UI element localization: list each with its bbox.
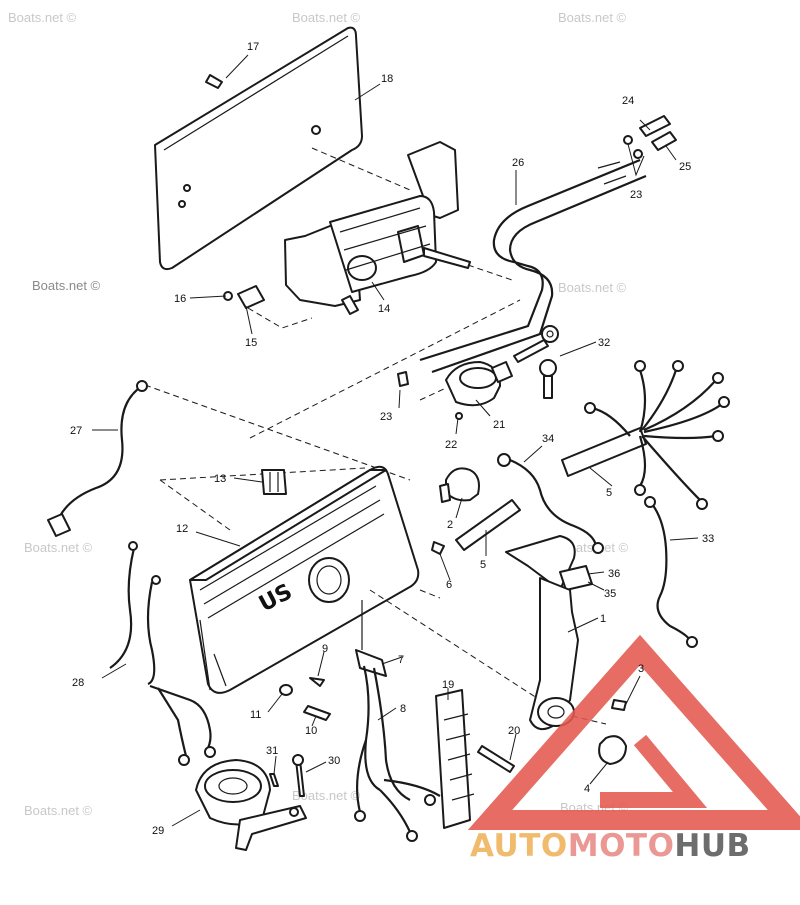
control-lever (505, 535, 627, 765)
fasteners (279, 677, 331, 721)
callout-26: 26 (512, 157, 524, 169)
callout-17: 17 (247, 41, 259, 53)
callout-11: 11 (250, 709, 261, 721)
ignition-switch (397, 361, 513, 420)
brand-name-auto: AUTO (470, 828, 568, 864)
control-mechanism (284, 141, 513, 315)
callout-15: 15 (245, 337, 257, 349)
bolt (477, 745, 515, 773)
callout-33: 33 (702, 533, 714, 545)
callout-34: 34 (542, 433, 554, 445)
terminal-block (435, 689, 475, 829)
callout-23: 23 (630, 189, 642, 201)
callout-10: 10 (305, 725, 317, 737)
callout-21: 21 (493, 419, 505, 431)
callout-2: 2 (447, 519, 453, 531)
callout-32: 32 (598, 337, 610, 349)
watermark: Boats.net © (32, 278, 101, 293)
wire-bundle (584, 360, 730, 510)
keys (513, 325, 559, 399)
brand-triangle-icon (467, 634, 800, 830)
nut (431, 541, 445, 555)
brand-logo: AUTOMOTOHUB (467, 634, 800, 864)
brand-name-hub: HUB (674, 828, 750, 864)
callout-16: 16 (174, 293, 186, 305)
callout-9: 9 (322, 643, 328, 655)
callout-6: 6 (446, 579, 452, 591)
callout-4: 4 (584, 783, 590, 795)
watermark: Boats.net © (8, 10, 77, 25)
callout-36: 36 (608, 568, 620, 580)
sleeve (455, 427, 647, 551)
callout-20: 20 (508, 725, 520, 737)
callout-14: 14 (378, 303, 390, 315)
screw (205, 74, 223, 89)
callout-35: 35 (604, 588, 616, 600)
grommet-harness (354, 600, 441, 842)
callout-5: 5 (606, 487, 612, 499)
watermark: Boats.net © (558, 280, 627, 295)
callout-19: 19 (442, 679, 454, 691)
callout-22: 22 (445, 439, 457, 451)
callout-5b: 5 (480, 559, 486, 571)
callout-29: 29 (152, 825, 164, 837)
watermark: Boats.net © (24, 803, 93, 818)
callout-3: 3 (638, 663, 644, 675)
callout-24: 24 (622, 95, 634, 107)
clip (261, 469, 287, 495)
callout-27: 27 (70, 425, 82, 437)
wire-lead (644, 496, 698, 648)
callout-13: 13 (214, 473, 226, 485)
watermark: Boats.net © (24, 540, 93, 555)
horn (195, 759, 307, 851)
callout-28: 28 (72, 677, 84, 689)
callout-23b: 23 (380, 411, 392, 423)
brand-name-moto: MOTO (568, 828, 675, 864)
screws (269, 754, 305, 797)
callout-numbers: 17 18 24 25 23 26 16 15 14 27 13 12 32 2… (70, 41, 714, 837)
control-cables (419, 158, 647, 374)
watermark: Boats.net © (292, 788, 361, 803)
callout-18: 18 (381, 73, 393, 85)
wire-lead (47, 380, 148, 537)
callout-7: 7 (398, 654, 404, 666)
callout-31: 31 (266, 745, 278, 757)
callout-30: 30 (328, 755, 340, 767)
svg-text:AUTOMOTOHUB: AUTOMOTOHUB (470, 828, 751, 864)
switch (439, 467, 480, 503)
callout-8: 8 (400, 703, 406, 715)
leader-lines (92, 54, 699, 827)
mounting-plate (154, 26, 411, 271)
lanyard-chain (497, 453, 604, 554)
watermark: Boats.net © (292, 10, 361, 25)
control-housing: US (144, 299, 541, 701)
watermark: Boats.net © (558, 10, 627, 25)
cable-end-fittings (623, 115, 677, 177)
small-fitting (223, 285, 313, 329)
wire-harness (109, 541, 216, 766)
callout-1: 1 (600, 613, 606, 625)
callout-12: 12 (176, 523, 188, 535)
callout-25: 25 (679, 161, 691, 173)
